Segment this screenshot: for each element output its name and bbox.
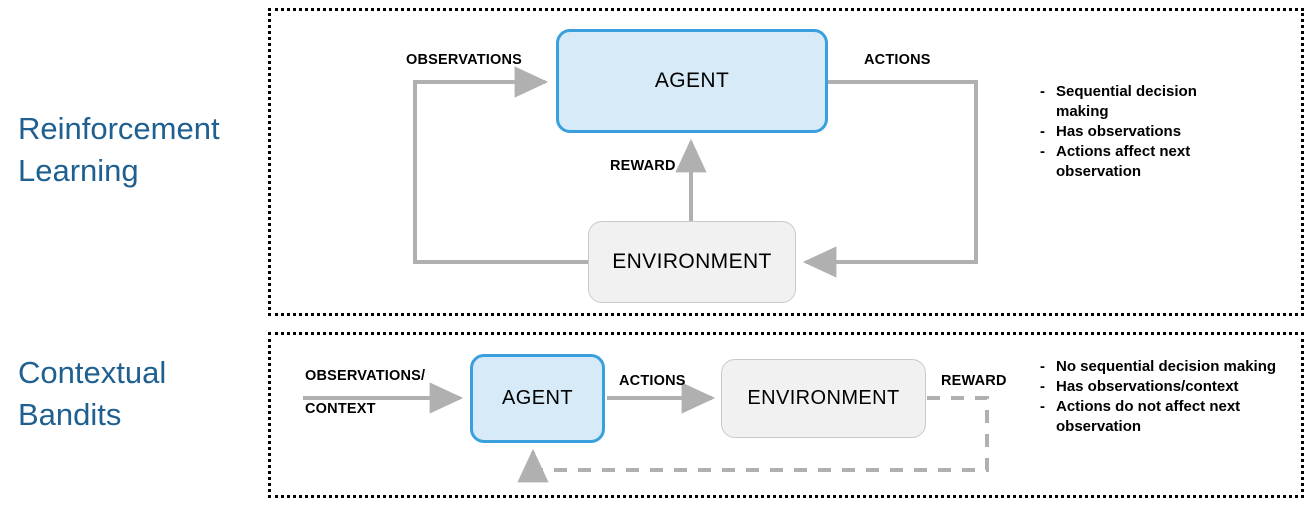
rl-actions-edge-label: ACTIONS [864, 52, 931, 68]
rl-environment-node[interactable]: ENVIRONMENT [588, 221, 796, 303]
cb-bullet-item: - Actions do not affect next observation [1040, 397, 1290, 437]
bullet-dash-icon: - [1040, 123, 1045, 140]
rl-observations-edge-label: OBSERVATIONS [406, 52, 522, 68]
cb-observations-edge-label-line2: CONTEXT [305, 401, 376, 417]
section-title-contextual-bandits: Contextual Bandits [18, 355, 167, 432]
rl-environment-label: ENVIRONMENT [612, 250, 772, 273]
rl-bullet-text: Sequential decision making [1056, 83, 1197, 120]
cb-actions-edge-label: ACTIONS [619, 373, 686, 389]
cb-bullet-text: Has observations/context [1056, 378, 1239, 395]
rl-bullet-text: Actions affect next observation [1056, 143, 1191, 180]
bullet-dash-icon: - [1040, 83, 1045, 100]
group-box-contextual-bandits [268, 332, 1304, 498]
rl-agent-label: AGENT [654, 69, 730, 92]
cb-bullet-item: - No sequential decision making [1040, 357, 1290, 377]
cb-environment-label: ENVIRONMENT [747, 387, 900, 409]
rl-bullet-item: - Actions affect next observation [1040, 142, 1230, 182]
group-box-reinforcement-learning [268, 8, 1304, 316]
rl-agent-node[interactable]: AGENT [556, 29, 828, 133]
cb-bullet-item: - Has observations/context [1040, 377, 1290, 397]
cb-agent-node[interactable]: AGENT [470, 354, 605, 443]
rl-bullet-text: Has observations [1056, 123, 1182, 140]
cb-bullet-list: - No sequential decision making - Has ob… [1040, 357, 1290, 437]
cb-bullet-text: No sequential decision making [1056, 358, 1277, 375]
rl-bullet-item: - Sequential decision making [1040, 82, 1230, 122]
rl-bullet-list: - Sequential decision making - Has obser… [1040, 82, 1230, 182]
bullet-dash-icon: - [1040, 143, 1045, 160]
rl-bullet-item: - Has observations [1040, 122, 1230, 142]
section-title-reinforcement-learning: Reinforcement Learning [18, 111, 220, 188]
bullet-dash-icon: - [1040, 358, 1045, 375]
cb-environment-node[interactable]: ENVIRONMENT [721, 359, 926, 438]
cb-reward-edge-label: REWARD [941, 373, 1007, 389]
cb-bullet-text: Actions do not affect next observation [1056, 398, 1241, 435]
rl-reward-edge-label: REWARD [610, 158, 676, 174]
bullet-dash-icon: - [1040, 398, 1045, 415]
cb-observations-edge-label-line1: OBSERVATIONS/ [305, 368, 426, 384]
cb-agent-label: AGENT [502, 387, 573, 409]
bullet-dash-icon: - [1040, 378, 1045, 395]
